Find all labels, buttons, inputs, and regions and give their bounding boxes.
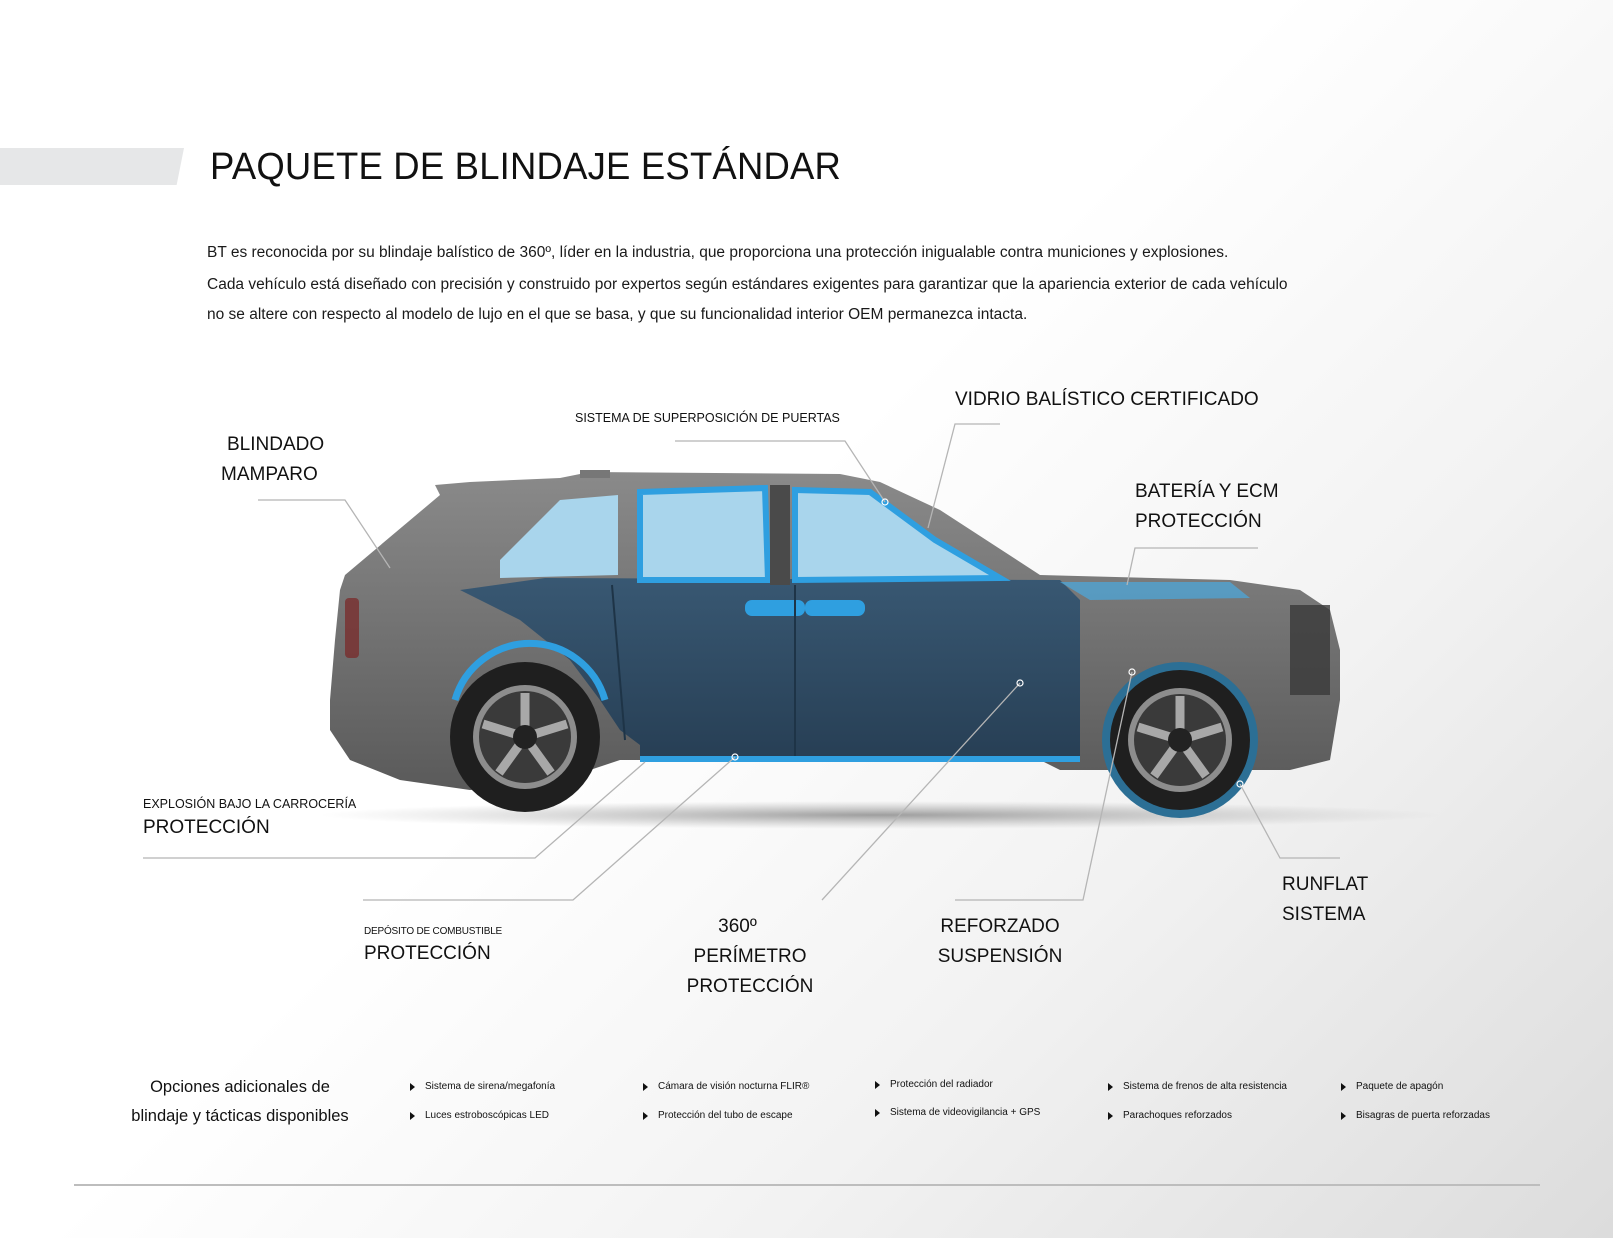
rear-quarter-window xyxy=(500,495,618,578)
option-item: Bisagras de puerta reforzadas xyxy=(1341,1110,1490,1121)
callout-ballistic-glass: VIDRIO BALÍSTICO CERTIFICADO xyxy=(955,389,1259,410)
callout-fuel-line2: PROTECCIÓN xyxy=(364,943,491,964)
option-item: Protección del radiador xyxy=(875,1079,993,1090)
callout-battery-line2: PROTECCIÓN xyxy=(1135,511,1262,532)
bullet-arrow-icon xyxy=(875,1108,880,1117)
intro-paragraph-1: BT es reconocida por su blindaje balísti… xyxy=(207,244,1229,261)
callout-suspension-line1: REFORZADO xyxy=(940,916,1060,937)
option-item: Sistema de sirena/megafonía xyxy=(410,1081,555,1092)
option-item: Parachoques reforzados xyxy=(1108,1110,1232,1121)
ground-shadow xyxy=(320,801,1440,829)
bullet-arrow-icon xyxy=(1341,1111,1346,1120)
front-wheel xyxy=(1102,662,1258,818)
title-accent-bar xyxy=(0,148,184,185)
callout-suspension-line2: SUSPENSIÓN xyxy=(937,946,1063,967)
callout-battery-ecm: BATERÍA Y ECM PROTECCIÓN xyxy=(1135,477,1279,537)
callout-bulkhead-line2: MAMPARO xyxy=(221,464,318,485)
callout-suspension: REFORZADO SUSPENSIÓN xyxy=(935,912,1065,972)
callout-perimeter-line1: 360º xyxy=(718,916,757,937)
option-item: Paquete de apagón xyxy=(1341,1081,1443,1092)
front-door-window xyxy=(792,486,1011,584)
callout-perimeter-line2: PERÍMETRO xyxy=(693,946,807,967)
callout-perimeter-line3: PROTECCIÓN xyxy=(686,976,814,997)
bullet-arrow-icon xyxy=(410,1082,415,1091)
callout-runflat: RUNFLAT SISTEMA xyxy=(1282,870,1368,930)
bullet-arrow-icon xyxy=(1108,1111,1113,1120)
bullet-arrow-icon xyxy=(875,1080,880,1089)
bullet-arrow-icon xyxy=(410,1111,415,1120)
option-item: Sistema de videovigilancia + GPS xyxy=(875,1107,1040,1118)
rear-wheel xyxy=(450,639,609,812)
callout-battery-line1: BATERÍA Y ECM xyxy=(1135,481,1279,502)
bullet-arrow-icon xyxy=(643,1111,648,1120)
callout-bulkhead: BLINDADO MAMPARO xyxy=(221,430,325,490)
leader-lines xyxy=(143,423,1340,901)
callout-runflat-line2: SISTEMA xyxy=(1282,904,1366,925)
options-title: Opciones adicionales de blindaje y tácti… xyxy=(120,1073,360,1131)
callout-door-overlap: SISTEMA DE SUPERPOSICIÓN DE PUERTAS xyxy=(575,411,840,425)
option-item: Cámara de visión nocturna FLIR® xyxy=(643,1081,809,1092)
bullet-arrow-icon xyxy=(643,1082,648,1091)
intro-paragraph-2-line-1: Cada vehículo está diseñado con precisió… xyxy=(207,276,1288,293)
options-title-line2: blindaje y tácticas disponibles xyxy=(131,1107,349,1125)
option-item: Luces estroboscópicas LED xyxy=(410,1110,549,1121)
callout-underbody-line1: EXPLOSIÓN BAJO LA CARROCERÍA xyxy=(143,797,357,811)
callout-bulkhead-line1: BLINDADO xyxy=(227,434,325,455)
callout-runflat-line1: RUNFLAT xyxy=(1282,874,1369,895)
callout-perimeter: 360º PERÍMETRO PROTECCIÓN xyxy=(675,912,825,1002)
footer-divider xyxy=(74,1184,1540,1186)
callout-fuel-tank: DEPÓSITO DE COMBUSTIBLE PROTECCIÓN xyxy=(364,926,502,969)
callout-fuel-line1: DEPÓSITO DE COMBUSTIBLE xyxy=(364,926,503,937)
option-item: Sistema de frenos de alta resistencia xyxy=(1108,1081,1287,1092)
intro-text: BT es reconocida por su blindaje balísti… xyxy=(207,238,1367,330)
intro-paragraph-2-line-2: no se altere con respecto al modelo de l… xyxy=(207,306,1028,323)
option-item: Protección del tubo de escape xyxy=(643,1110,793,1121)
bullet-arrow-icon xyxy=(1108,1082,1113,1091)
callout-underbody: EXPLOSIÓN BAJO LA CARROCERÍA PROTECCIÓN xyxy=(143,797,356,843)
bullet-arrow-icon xyxy=(1341,1082,1346,1091)
options-title-line1: Opciones adicionales de xyxy=(150,1078,330,1096)
callout-underbody-line2: PROTECCIÓN xyxy=(143,817,270,838)
page-title: PAQUETE DE BLINDAJE ESTÁNDAR xyxy=(210,146,842,188)
rear-door-window xyxy=(637,484,772,583)
